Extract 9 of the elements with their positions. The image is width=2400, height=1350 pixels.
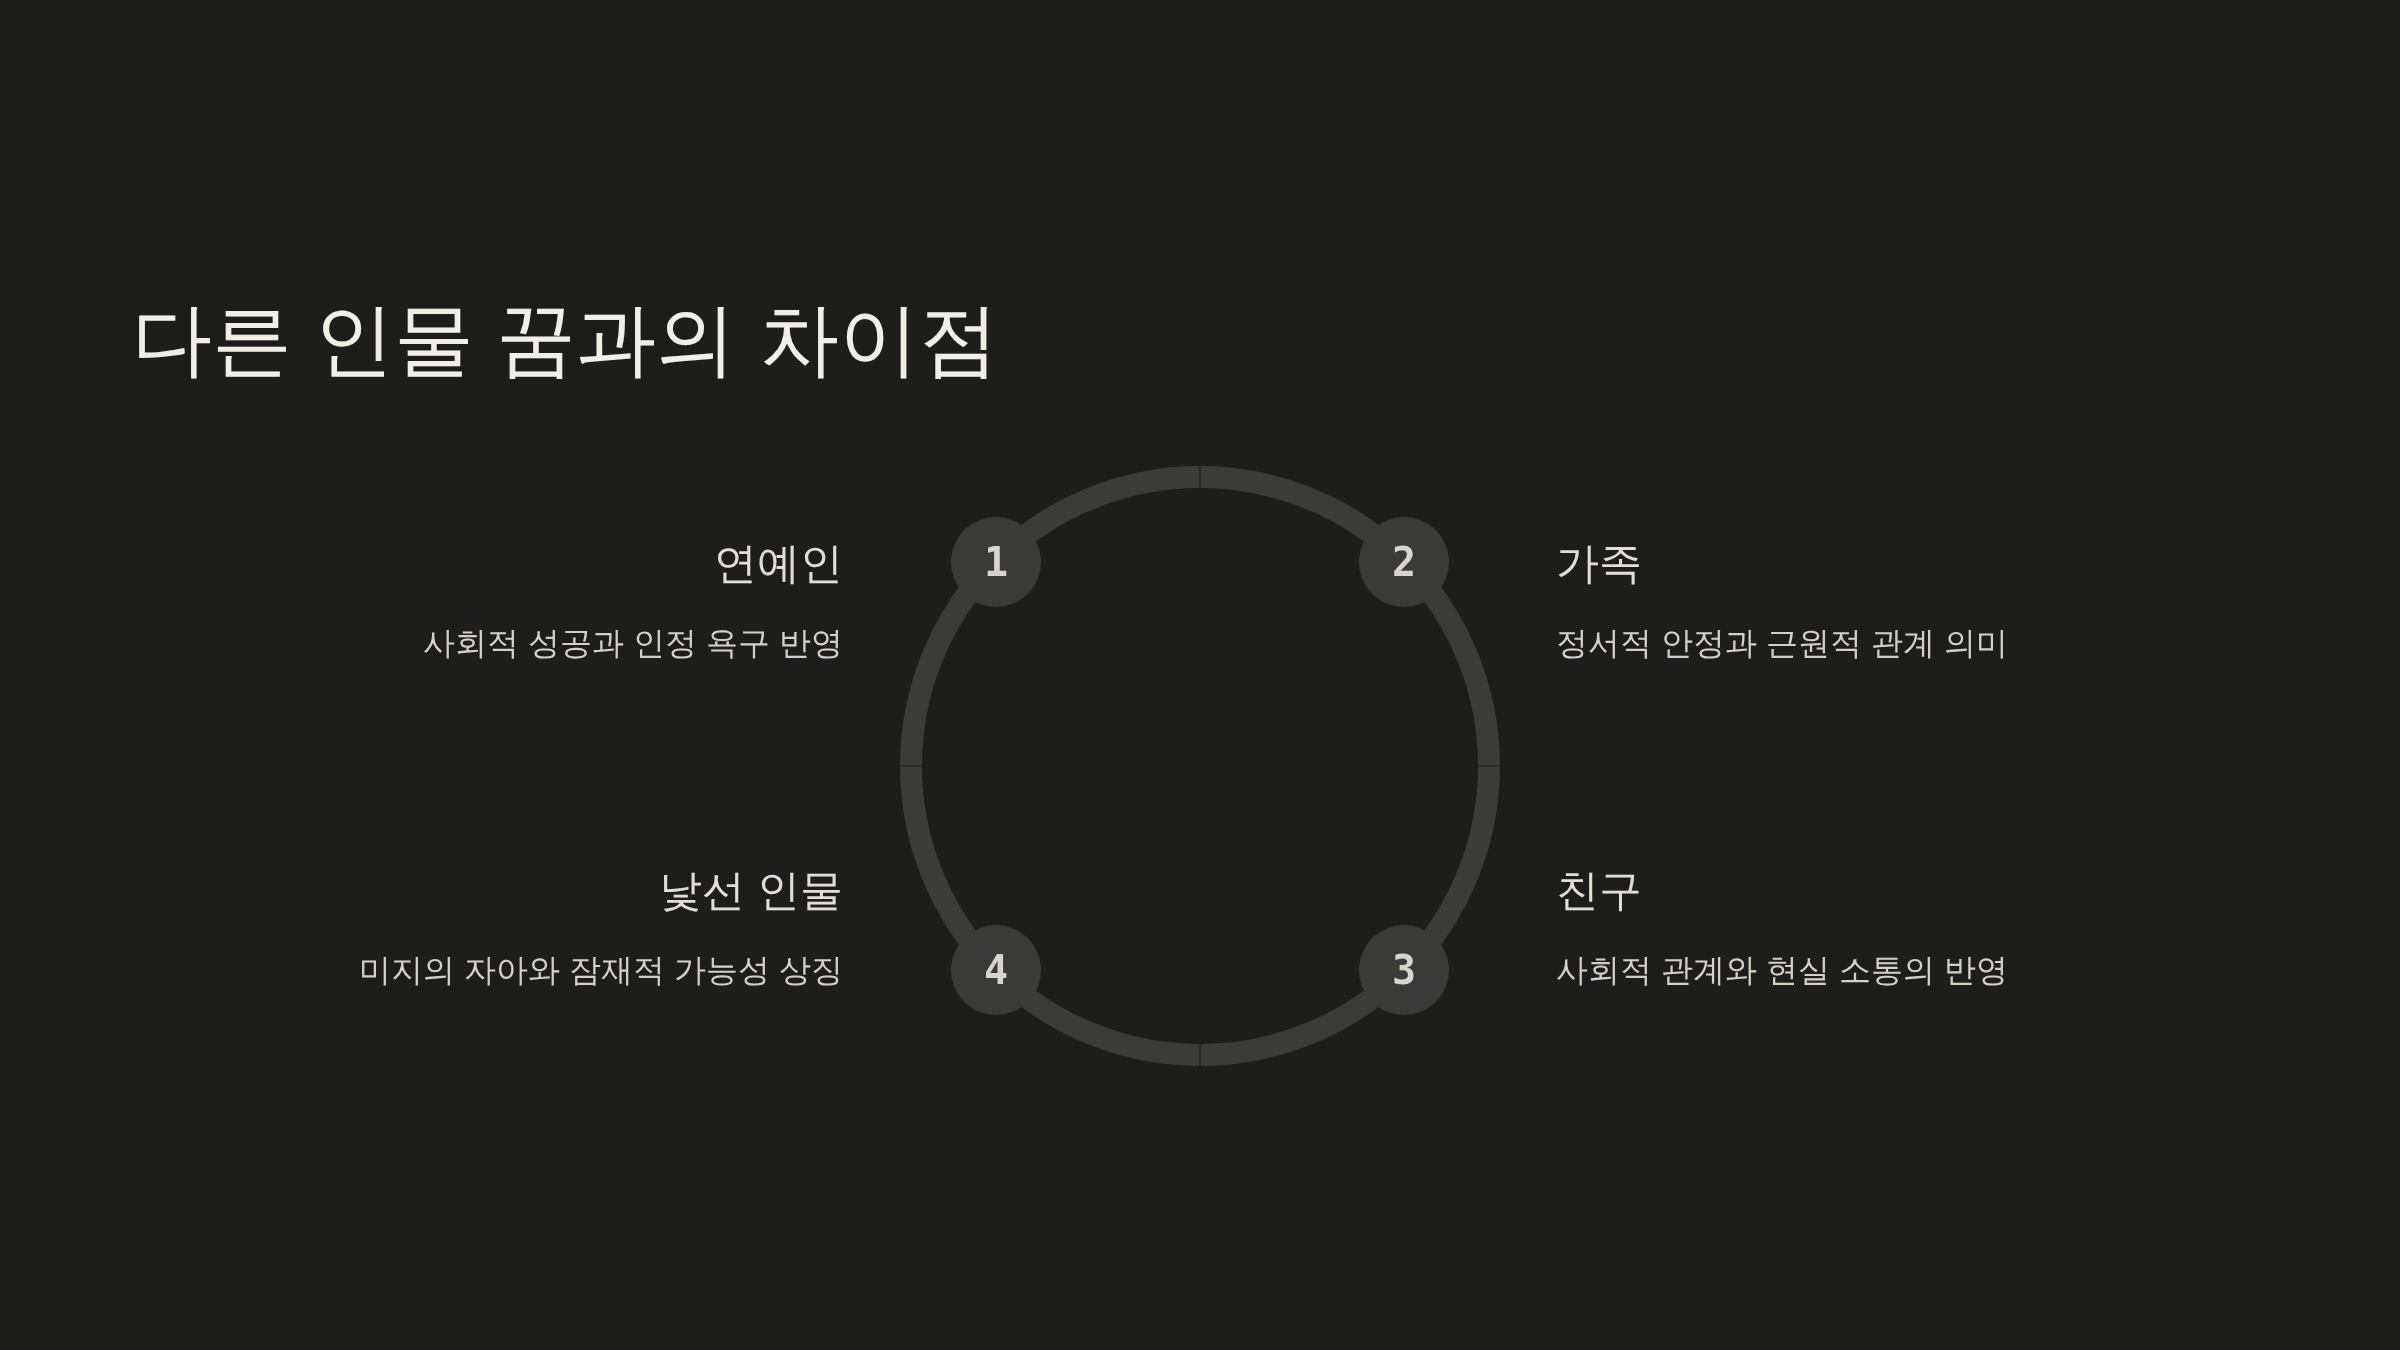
item-heading: 연예인 [714,538,843,589]
title: 다른 인물 꿈과의 차이점 [132,294,999,386]
item-description: 사회적 관계와 현실 소통의 반영 [1556,951,2008,990]
item-heading: 낯선 인물 [659,865,843,916]
item-description: 정서적 안정과 근원적 관계 의미 [1556,624,2008,663]
item-description: 미지의 자아와 잠재적 가능성 상징 [359,951,843,990]
item-heading: 친구 [1556,865,1642,916]
item-description: 사회적 성공과 인정 욕구 반영 [423,624,843,663]
item-heading: 가족 [1556,538,1642,589]
